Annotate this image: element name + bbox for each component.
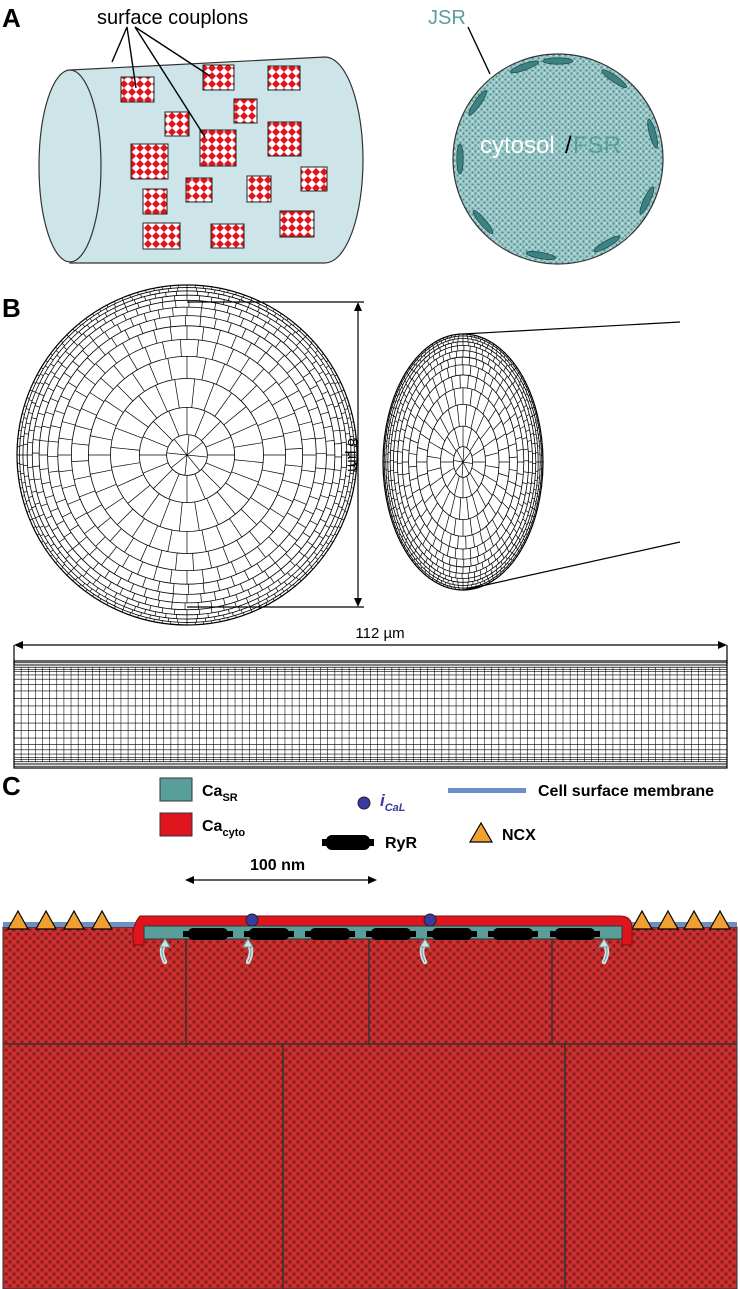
ryr-row xyxy=(183,928,600,940)
membrane-swatch xyxy=(448,788,526,793)
ncx-exchanger xyxy=(90,909,114,930)
surface-couplons-label: surface couplons xyxy=(97,7,248,29)
couplon-patch xyxy=(267,65,301,91)
ncx-label: NCX xyxy=(502,827,536,844)
diameter-label: 8 µm xyxy=(344,438,361,472)
legend-ncx: NCX xyxy=(468,821,536,844)
legend-ca-sr: CaSR xyxy=(159,777,238,804)
cytosol-label: cytosol xyxy=(480,132,555,159)
ncx-exchanger xyxy=(630,909,654,930)
fsr-label: FSR xyxy=(573,132,621,159)
surface-couplons-group xyxy=(120,64,328,250)
jsr-leaflet xyxy=(601,69,628,89)
couplon-patch xyxy=(267,121,302,157)
jsr-pointer-line xyxy=(467,26,491,75)
ca-sr-swatch xyxy=(159,777,193,802)
couplon-patch xyxy=(130,143,169,180)
jsr-leaflet xyxy=(456,143,464,175)
ryr-label: RyR xyxy=(385,835,417,852)
couplon-patch xyxy=(246,175,272,203)
mesh-tube-perspective xyxy=(382,321,681,591)
ncx-group-left xyxy=(6,909,114,930)
length-label: 112 µm xyxy=(355,625,404,642)
sr-refill-arrows xyxy=(159,938,610,965)
jsr-leaflet xyxy=(647,118,659,149)
jsr-ring xyxy=(456,57,659,260)
membrane-label: Cell surface membrane xyxy=(538,783,714,800)
couplon-patch xyxy=(199,129,237,167)
couplon-patch xyxy=(120,76,155,103)
scale-bar xyxy=(185,876,377,884)
couplon-patch xyxy=(142,188,168,215)
compartment-grid xyxy=(3,927,737,1289)
cross-section-disc xyxy=(452,53,664,265)
legend-ca-cyto: Cacyto xyxy=(159,812,245,839)
couplon-patch xyxy=(279,210,315,238)
ncx-marker xyxy=(468,821,494,843)
ncx-group-right xyxy=(630,909,732,930)
ca-cyto-label: Cacyto xyxy=(202,818,245,839)
jsr-label: JSR xyxy=(428,7,466,29)
dyadic-cleft xyxy=(132,913,633,965)
couplon-patch xyxy=(164,111,190,137)
jsr-leaflet xyxy=(593,235,621,253)
cytosol-compartment xyxy=(2,926,738,1289)
ncx-exchanger xyxy=(6,909,30,930)
ncx-exchanger xyxy=(34,909,58,930)
jsr-leaflet xyxy=(509,60,540,74)
mesh-longitudinal xyxy=(13,660,728,769)
cylinder-end-face xyxy=(38,69,102,263)
diameter-dimension xyxy=(187,301,364,608)
panel-letter-c: C xyxy=(2,771,21,801)
mesh-disc xyxy=(16,284,358,626)
ncx-exchanger xyxy=(656,909,680,930)
scale-label: 100 nm xyxy=(250,857,305,874)
legend-ical: iCaL xyxy=(357,791,406,814)
legend-membrane: Cell surface membrane xyxy=(448,783,714,800)
ical-channel-1 xyxy=(245,913,259,927)
ncx-exchanger xyxy=(708,909,732,930)
length-dimension xyxy=(13,641,728,664)
slash-separator: / xyxy=(565,132,572,159)
jsr-leaflet xyxy=(542,57,574,65)
ca-cyto-swatch xyxy=(159,812,193,837)
couplon-patch xyxy=(300,166,328,192)
ical-channel-2 xyxy=(423,913,437,927)
callout-lines xyxy=(111,26,211,138)
ncx-exchanger xyxy=(682,909,706,930)
panel-letter-a: A xyxy=(2,3,21,33)
couplon-patch xyxy=(185,177,213,203)
couplon-patch xyxy=(233,98,258,124)
couplon-patch xyxy=(202,64,235,91)
panel-letter-b: B xyxy=(2,293,21,323)
ncx-exchanger xyxy=(62,909,86,930)
jsr-leaflet xyxy=(525,251,557,260)
ical-label: iCaL xyxy=(380,791,406,814)
legend-ryr: RyR xyxy=(322,835,417,852)
legend: CaSR Cacyto iCaL RyR Cell surface membra… xyxy=(159,777,714,852)
jsr-leaflet xyxy=(639,186,655,215)
ical-marker xyxy=(357,796,371,810)
couplon-patch xyxy=(210,223,245,249)
couplon-patch xyxy=(142,222,181,250)
jsr-leaflet xyxy=(468,89,488,116)
jsr-leaflet xyxy=(472,209,494,235)
ca-sr-label: CaSR xyxy=(202,783,238,804)
